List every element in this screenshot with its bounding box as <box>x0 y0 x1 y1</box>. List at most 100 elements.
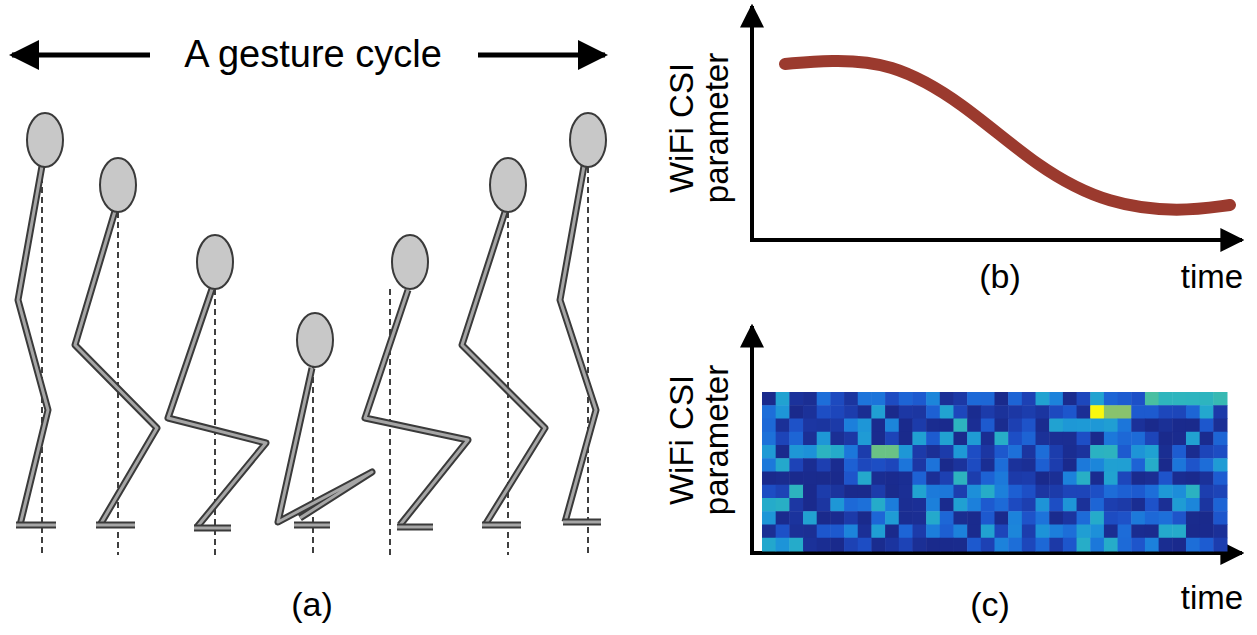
limb <box>96 524 135 527</box>
heat-cell <box>789 472 803 486</box>
heat-cell <box>1090 419 1104 433</box>
heat-cell <box>1131 511 1145 525</box>
heat-cell <box>981 445 995 459</box>
plumb-line <box>587 167 589 555</box>
heat-cell <box>1104 525 1118 539</box>
heat-cell <box>926 525 940 539</box>
heat-cell <box>912 458 926 472</box>
stick-figures <box>16 113 606 555</box>
heat-cell <box>1186 419 1200 433</box>
heat-cell <box>830 472 844 486</box>
heat-cell <box>1131 538 1145 552</box>
limb <box>397 526 433 529</box>
heat-cell <box>940 432 954 446</box>
heat-cell <box>1063 419 1077 433</box>
heat-cell <box>1104 472 1118 486</box>
heat-cell <box>776 445 790 459</box>
heat-cell <box>1063 392 1077 406</box>
heat-cell <box>1036 511 1050 525</box>
arrow-right <box>478 53 605 58</box>
heat-cell <box>817 392 831 406</box>
heat-cell <box>981 432 995 446</box>
heat-cell <box>1118 458 1132 472</box>
heat-cell <box>1077 445 1091 459</box>
heat-cell <box>940 511 954 525</box>
limb-outline <box>397 524 433 531</box>
heat-cell <box>1104 538 1118 552</box>
heat-cell <box>885 392 899 406</box>
heat-cell <box>830 392 844 406</box>
heat-cell <box>899 525 913 539</box>
heatmap <box>762 392 1228 552</box>
axis-label: WiFi CSI parameter <box>665 41 734 216</box>
heat-cell <box>1118 392 1132 406</box>
heat-cell <box>817 485 831 499</box>
heat-cell <box>1159 432 1173 446</box>
heat-cell <box>1159 472 1173 486</box>
heat-cell <box>789 405 803 419</box>
heat-cell <box>762 485 776 499</box>
heat-cell <box>830 525 844 539</box>
heat-cell <box>912 498 926 512</box>
heat-cell <box>1049 472 1063 486</box>
heat-cell <box>1145 472 1159 486</box>
heat-cell <box>967 432 981 446</box>
heat-cell <box>981 419 995 433</box>
limb <box>16 524 56 527</box>
heat-cell <box>1145 538 1159 552</box>
axis-label: WiFi CSI parameter <box>665 353 734 528</box>
heat-cell <box>1118 419 1132 433</box>
arrow-left <box>12 53 150 58</box>
heat-cell <box>1022 525 1036 539</box>
cycle-label: A gesture cycle <box>184 35 442 75</box>
heat-cell <box>844 538 858 552</box>
heat-cell <box>871 445 885 459</box>
heat-cell <box>1131 392 1145 406</box>
heat-cell <box>1186 525 1200 539</box>
heat-cell <box>885 472 899 486</box>
heat-cell <box>912 392 926 406</box>
heat-cell <box>1213 458 1227 472</box>
plumb-line <box>507 212 509 555</box>
heat-cell <box>871 538 885 552</box>
heat-cell <box>981 538 995 552</box>
heat-cell <box>776 458 790 472</box>
heat-cell <box>1008 498 1022 512</box>
heat-cell <box>776 432 790 446</box>
heat-cell <box>1090 445 1104 459</box>
heat-cell <box>1159 419 1173 433</box>
heat-cell <box>1104 405 1118 419</box>
heat-cell <box>1036 392 1050 406</box>
heat-cell <box>1172 405 1186 419</box>
heat-cell <box>940 458 954 472</box>
heat-cell <box>817 458 831 472</box>
heat-cell <box>899 419 913 433</box>
heat-cell <box>1077 498 1091 512</box>
heat-cell <box>967 392 981 406</box>
heat-cell <box>1200 472 1214 486</box>
limb-outline <box>560 166 596 522</box>
stick-figure <box>365 235 468 555</box>
heat-cell <box>1145 432 1159 446</box>
heat-cell <box>1186 392 1200 406</box>
heat-cell <box>1008 485 1022 499</box>
heat-cell <box>762 445 776 459</box>
heat-cell <box>967 445 981 459</box>
heat-cell <box>1118 511 1132 525</box>
heat-cell <box>844 405 858 419</box>
heat-cell <box>844 392 858 406</box>
heat-cell <box>1118 525 1132 539</box>
heat-cell <box>1022 405 1036 419</box>
heat-cell <box>885 525 899 539</box>
heat-cell <box>789 485 803 499</box>
heat-cell <box>858 392 872 406</box>
heat-cell <box>1063 511 1077 525</box>
heat-cell <box>926 485 940 499</box>
heat-cell <box>926 405 940 419</box>
heat-cell <box>912 485 926 499</box>
heat-cell <box>1172 432 1186 446</box>
heat-cell <box>1131 472 1145 486</box>
heat-cell <box>1036 485 1050 499</box>
heat-cell <box>953 445 967 459</box>
heat-cell <box>1049 432 1063 446</box>
